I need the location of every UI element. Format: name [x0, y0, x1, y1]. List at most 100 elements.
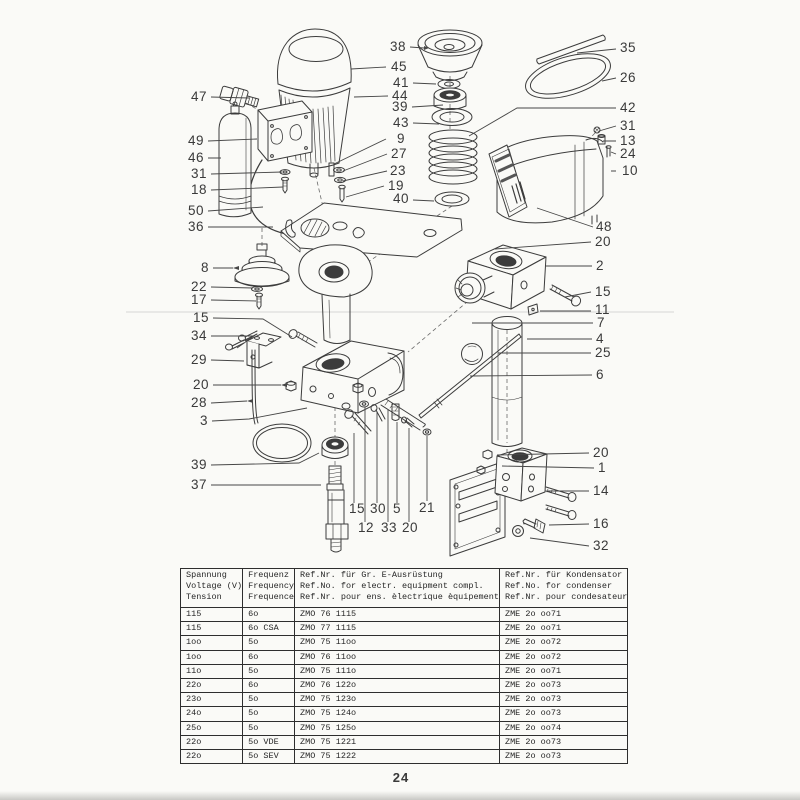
- table-cell: 5o: [242, 720, 296, 736]
- part-number-label: 13: [620, 133, 636, 148]
- part-number-label: 17: [191, 292, 207, 307]
- part-number-label: 42: [620, 100, 636, 115]
- part-number-label: 31: [191, 166, 207, 181]
- part-number-label: 43: [393, 115, 409, 130]
- spindle-pulley: [234, 243, 290, 287]
- handle-rod: [418, 333, 522, 419]
- table-cell: 115: [179, 621, 244, 637]
- screw-15-left: [288, 329, 318, 348]
- table-cell: ZMO 77 1115: [294, 621, 500, 637]
- wedge-11: [527, 303, 539, 316]
- leader-lines: [207, 46, 617, 547]
- table-cell: 23o: [179, 692, 244, 708]
- part-number-label: 10: [622, 163, 638, 178]
- hex-nut-20-left: [285, 380, 297, 392]
- table-cell: 22o: [179, 677, 244, 694]
- belt-guard: [488, 126, 612, 225]
- guide-bracket: [246, 332, 282, 369]
- part-number-label: 47: [191, 89, 207, 104]
- part-number-label: 4: [596, 331, 604, 346]
- part-number-label: 30: [370, 501, 386, 516]
- part-number-label: 39: [191, 457, 207, 472]
- table-cell: ZME 2o oo73: [498, 748, 629, 765]
- table-cell: 6o: [242, 677, 296, 694]
- part-number-label: 15: [193, 310, 209, 325]
- part-number-label: 20: [595, 234, 611, 249]
- part-number-label: 25: [595, 345, 611, 360]
- table-cell: ZMO 75 1222: [294, 748, 500, 765]
- tension-rod: [536, 34, 606, 65]
- part-number-label: 46: [188, 150, 204, 165]
- part-number-label: 45: [391, 59, 407, 74]
- gear-housing: [300, 340, 405, 414]
- table-cell: 1oo: [179, 635, 244, 651]
- part-number-label: 20: [402, 520, 418, 535]
- washer-22-screw-17: [251, 286, 263, 310]
- table-cell: 5o: [242, 692, 296, 708]
- part-number-label: 6: [596, 367, 604, 382]
- part-number-label: 7: [597, 315, 605, 330]
- table-cell: 6o CSA: [242, 621, 296, 637]
- table-cell: ZME 2o oo71: [498, 606, 629, 623]
- table-cell: ZME 2o oo73: [498, 734, 629, 750]
- table-cell: 1oo: [179, 649, 244, 665]
- part-number-label: 5: [393, 501, 401, 516]
- table-cell: 5o: [242, 635, 296, 651]
- part-number-label: 11: [595, 302, 610, 317]
- part-number-label: 41: [393, 75, 409, 90]
- part-number-labels: 4749463118503682217153429202833937384541…: [188, 39, 638, 553]
- table-cell: 6o: [242, 649, 296, 665]
- table-cell: 6o: [242, 606, 296, 623]
- table-cell: ZMO 75 11oo: [294, 635, 500, 651]
- wire-ring: [251, 349, 312, 463]
- part-number-label: 29: [191, 352, 207, 367]
- part-number-label: 22: [191, 279, 207, 294]
- part-number-label: 36: [188, 219, 204, 234]
- part-number-label: 14: [593, 483, 609, 498]
- table-cell: 115: [179, 606, 244, 623]
- part-number-label: 33: [381, 520, 397, 535]
- table-cell: 11o: [179, 663, 244, 679]
- part-number-label: 18: [191, 182, 207, 197]
- part-number-label: 1: [598, 460, 606, 475]
- table-cell: 5o: [242, 663, 296, 679]
- upper-clamp-block: [454, 244, 547, 310]
- fastener-cluster: [344, 382, 432, 436]
- table-cell: ZME 2o oo71: [498, 621, 629, 637]
- shaft-key-and-washers: [328, 162, 346, 203]
- pulley-cup: [417, 29, 483, 81]
- part-number-label: 44: [392, 88, 408, 103]
- washer-40: [434, 191, 470, 207]
- part-number-label: 39: [392, 99, 408, 114]
- part-number-label: 31: [620, 118, 636, 133]
- table-cell: ZME 2o oo72: [498, 635, 629, 651]
- table-cell: ZME 2o oo73: [498, 706, 629, 722]
- table-cell: ZME 2o oo74: [498, 720, 629, 736]
- motor-mount-plate: [280, 202, 463, 258]
- part-number-label: 15: [595, 284, 611, 299]
- table-cell: 22o: [179, 748, 244, 765]
- v-belt: [525, 53, 611, 99]
- part-number-label: 21: [419, 500, 435, 515]
- part-number-label: 26: [620, 70, 636, 85]
- part-number-label: 3: [200, 413, 208, 428]
- part-number-label: 27: [391, 146, 407, 161]
- motor-illustration: [248, 28, 352, 239]
- spindle-shaft: [325, 465, 349, 553]
- table-cell: 24o: [179, 706, 244, 722]
- table-cell: ZMO 75 124o: [294, 706, 500, 722]
